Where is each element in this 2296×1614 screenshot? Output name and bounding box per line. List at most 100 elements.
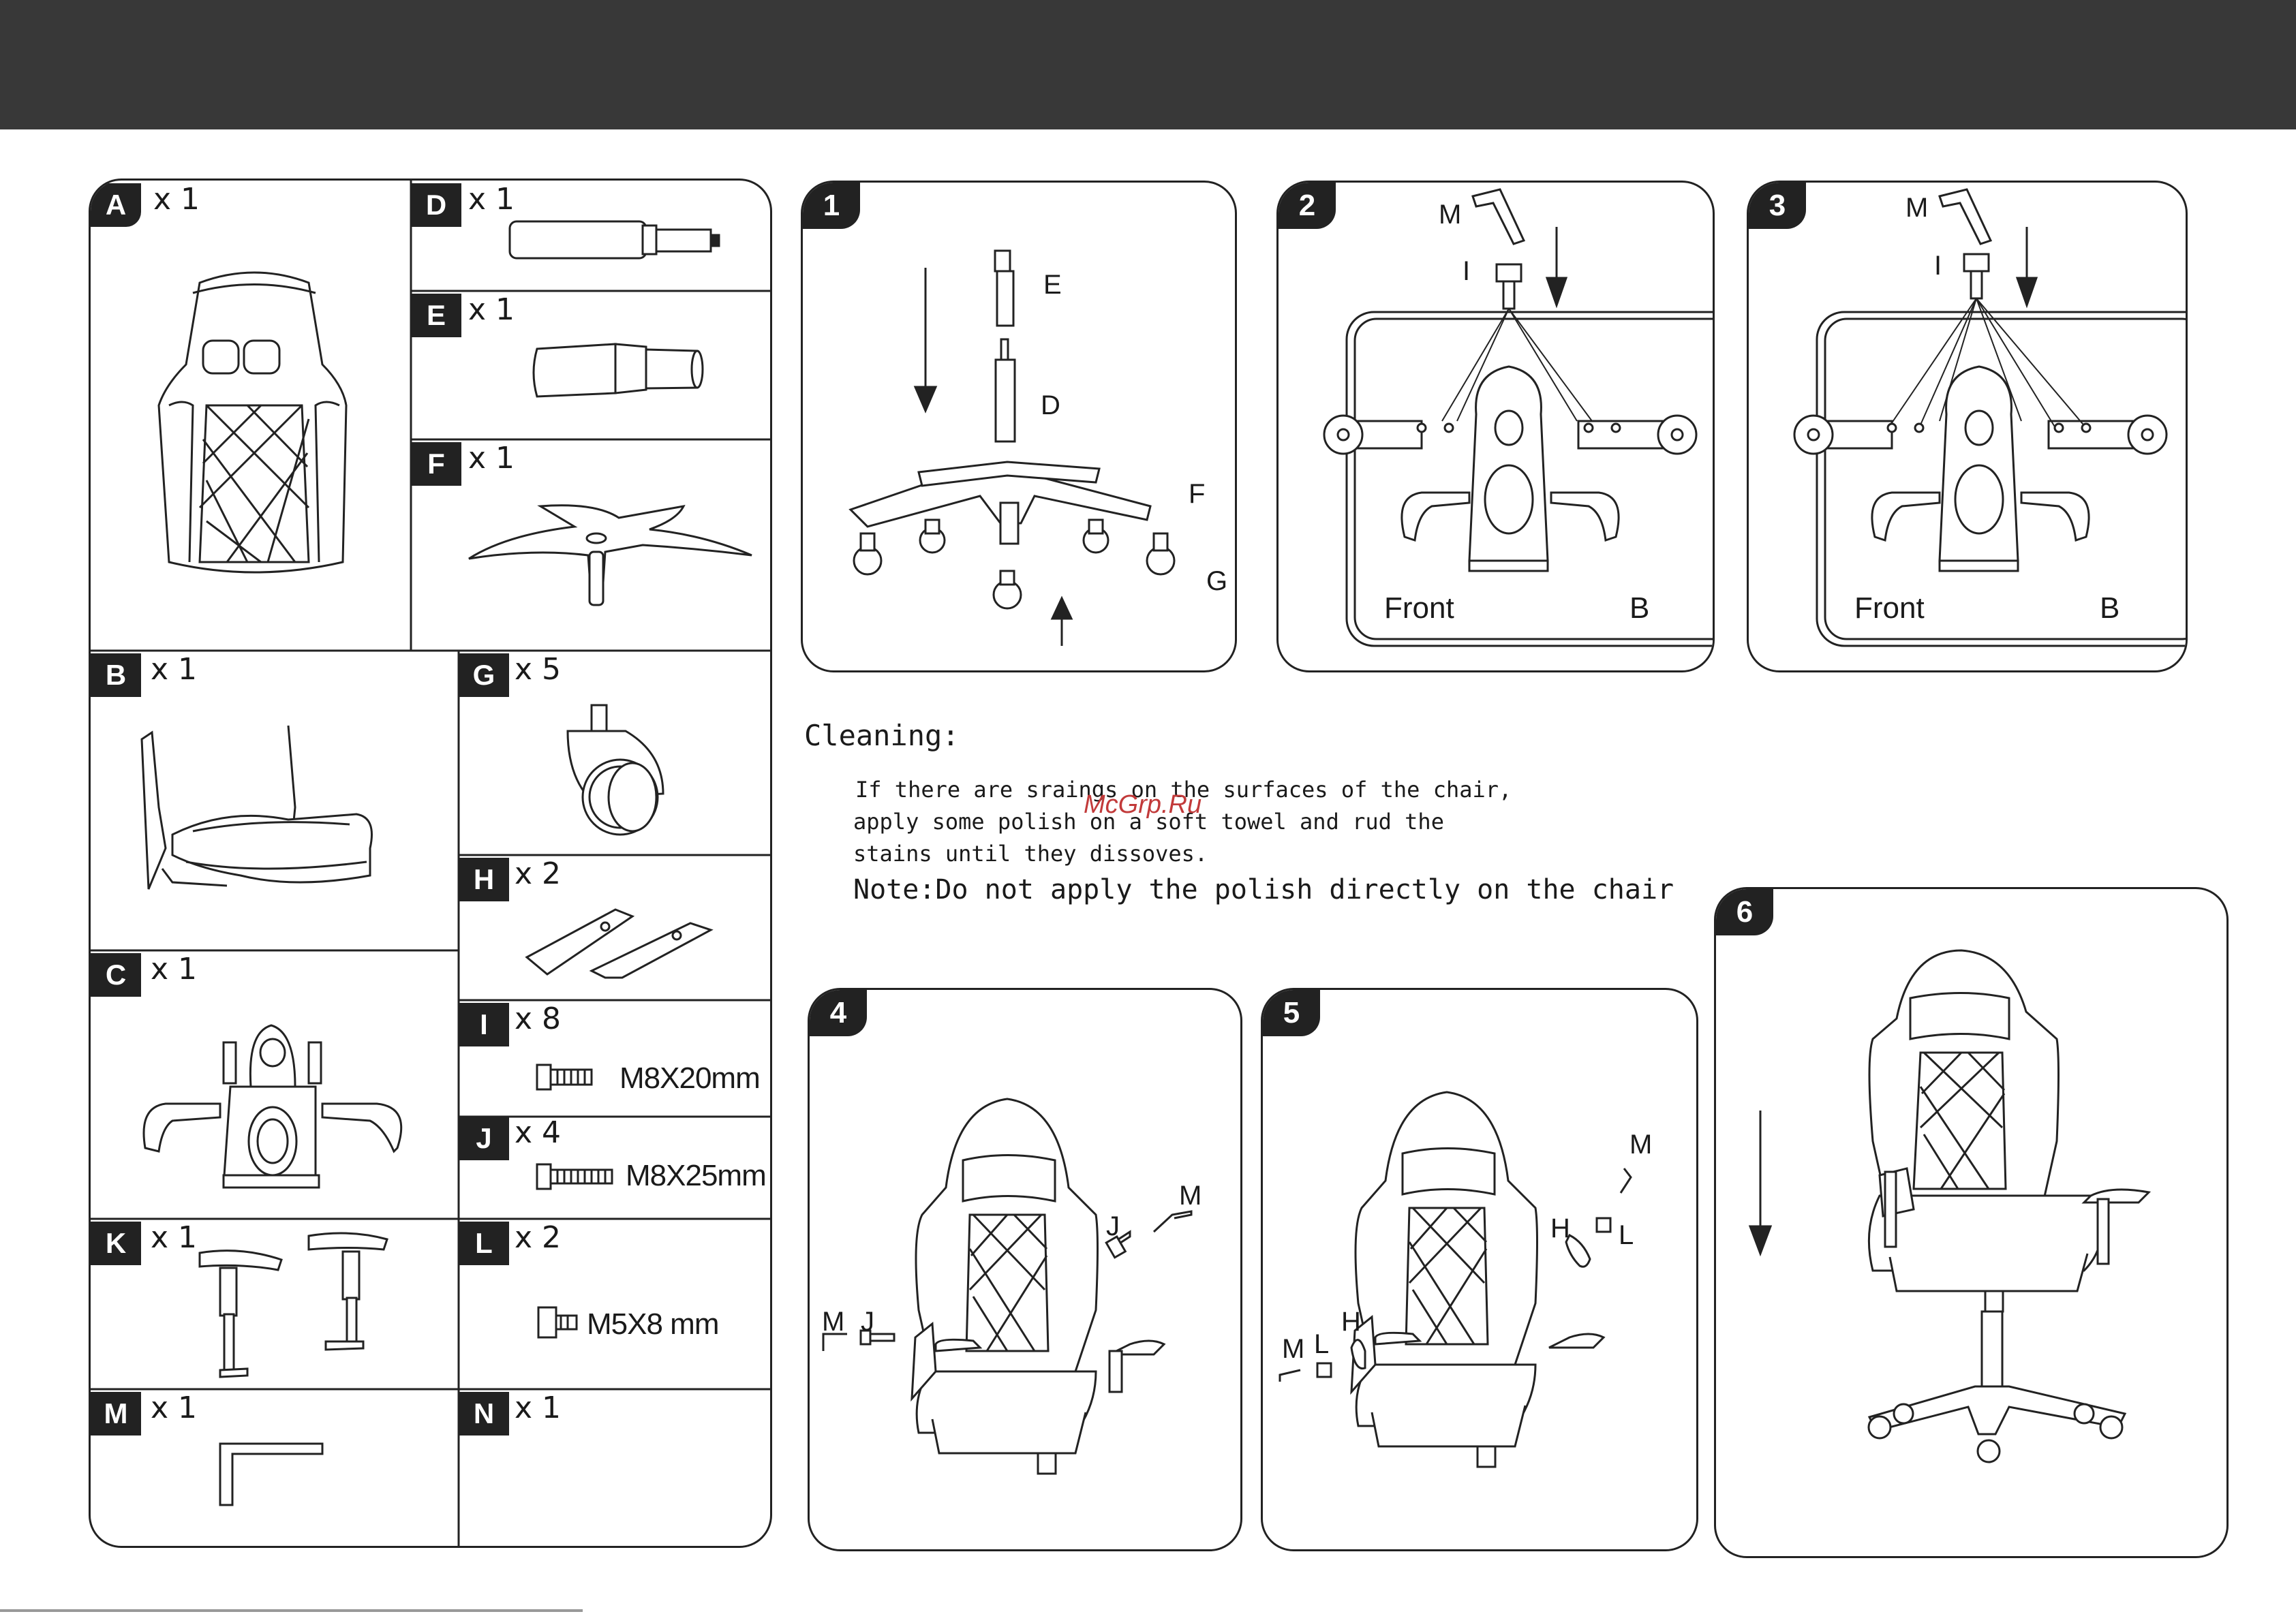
step-3-panel: 3 bbox=[1747, 181, 2188, 672]
part-b-cell: B x 1 bbox=[91, 651, 459, 950]
parts-list-panel: A x 1 D x 1 bbox=[89, 179, 772, 1548]
step-4-panel: 4 M J J M bbox=[808, 988, 1242, 1551]
part-i-qty: x 8 bbox=[515, 1002, 562, 1036]
step-4-label-j-right: J bbox=[1106, 1211, 1120, 1241]
part-a-cell: A x 1 bbox=[91, 181, 411, 651]
step-3-label-b: B bbox=[2100, 591, 2120, 625]
step-4-label-m-right: M bbox=[1179, 1181, 1202, 1211]
seat-drawing bbox=[140, 725, 373, 890]
part-h-tag: H bbox=[459, 858, 509, 901]
step-3-number: 3 bbox=[1749, 183, 1806, 229]
part-a-qty: x 1 bbox=[153, 182, 200, 217]
part-k-tag: K bbox=[91, 1222, 141, 1265]
bolt-j-drawing bbox=[536, 1163, 613, 1190]
step-4-label-m-left: M bbox=[822, 1307, 845, 1337]
step-2-number: 2 bbox=[1279, 183, 1336, 229]
cleaning-line-3: stains until they dissoves. bbox=[853, 841, 1208, 867]
part-j-qty: x 4 bbox=[515, 1115, 562, 1150]
part-c-tag: C bbox=[91, 953, 141, 997]
step-2-drawing bbox=[1323, 188, 1713, 647]
part-i-tag: I bbox=[459, 1003, 509, 1046]
step-5-label-m-top: M bbox=[1629, 1130, 1653, 1160]
step-4-number: 4 bbox=[810, 990, 867, 1036]
part-n-cell: N x 1 bbox=[459, 1389, 770, 1546]
part-e-cell: E x 1 bbox=[411, 291, 770, 439]
footer-line bbox=[0, 1609, 583, 1612]
part-m-cell: M x 1 bbox=[91, 1389, 459, 1546]
step-5-label-m-left: M bbox=[1282, 1334, 1305, 1364]
part-l-cell: L x 2 M5X8 mm bbox=[459, 1219, 770, 1389]
step-2-label-i: I bbox=[1463, 256, 1471, 286]
step-5-drawing bbox=[1279, 1091, 1632, 1468]
step-3-label-i: I bbox=[1934, 251, 1942, 281]
part-d-qty: x 1 bbox=[468, 182, 515, 217]
cleaning-note: Note:Do not apply the polish directly on… bbox=[853, 874, 1674, 905]
step-1-label-g: G bbox=[1206, 566, 1228, 596]
step-1-label-e: E bbox=[1043, 270, 1062, 300]
part-i-dim: M8X20mm bbox=[619, 1061, 761, 1095]
step-2-label-b: B bbox=[1629, 591, 1650, 625]
part-l-tag: L bbox=[459, 1222, 509, 1265]
step-3-drawing bbox=[1793, 188, 2186, 647]
part-n-tag: N bbox=[459, 1392, 509, 1435]
backrest-drawing bbox=[157, 271, 348, 574]
mechanism-drawing bbox=[142, 1024, 403, 1189]
part-i-cell: I x 8 M8X20mm bbox=[459, 1000, 770, 1117]
step-1-drawing bbox=[848, 249, 1176, 646]
part-m-qty: x 1 bbox=[151, 1391, 198, 1425]
part-b-qty: x 1 bbox=[151, 652, 198, 687]
header-bar bbox=[0, 0, 2296, 129]
step-1-label-f: F bbox=[1189, 479, 1206, 509]
part-l-qty: x 2 bbox=[515, 1220, 562, 1255]
step-5-label-h-top: H bbox=[1550, 1213, 1570, 1243]
step-1-panel: 1 E D F G bbox=[801, 181, 1237, 672]
hex-key-drawing bbox=[219, 1442, 324, 1506]
part-g-qty: x 5 bbox=[515, 652, 562, 687]
part-h-cell: H x 2 bbox=[459, 855, 770, 1000]
part-d-tag: D bbox=[411, 183, 461, 227]
step-1-number: 1 bbox=[803, 183, 860, 229]
watermark: McGrp.Ru bbox=[1084, 790, 1202, 819]
part-n-qty: x 1 bbox=[515, 1391, 562, 1425]
step-5-number: 5 bbox=[1263, 990, 1320, 1036]
step-2-label-m: M bbox=[1439, 200, 1462, 230]
part-j-cell: J x 4 M8X25mm bbox=[459, 1115, 770, 1219]
part-j-tag: J bbox=[459, 1117, 509, 1160]
part-e-tag: E bbox=[411, 294, 461, 337]
step-5-label-l-top: L bbox=[1619, 1220, 1634, 1250]
step-6-drawing bbox=[1748, 949, 2152, 1463]
parts-grid-lines bbox=[91, 181, 770, 1546]
part-d-cell: D x 1 bbox=[411, 181, 770, 291]
part-k-cell: K x 1 bbox=[91, 1219, 459, 1389]
step-5-label-l-left: L bbox=[1314, 1329, 1330, 1359]
gas-lift-drawing bbox=[508, 220, 720, 260]
bracket-drawing bbox=[525, 908, 714, 979]
bolt-i-drawing bbox=[536, 1064, 593, 1091]
cleaning-line-2: apply some polish on a soft towel and ru… bbox=[853, 809, 1444, 835]
step-1-label-d: D bbox=[1041, 390, 1060, 420]
part-f-cell: F x 1 bbox=[411, 439, 770, 651]
armrests-drawing bbox=[198, 1232, 388, 1378]
part-m-tag: M bbox=[91, 1392, 141, 1435]
step-5-panel: 5 M H L M L H bbox=[1261, 988, 1698, 1551]
step-6-panel: 6 bbox=[1714, 887, 2229, 1558]
part-f-qty: x 1 bbox=[468, 441, 515, 476]
cover-drawing bbox=[532, 343, 704, 398]
step-4-label-j-left: J bbox=[861, 1307, 874, 1337]
step-6-number: 6 bbox=[1716, 889, 1773, 935]
part-c-cell: C x 1 bbox=[91, 950, 459, 1219]
part-a-tag: A bbox=[91, 183, 141, 227]
step-2-label-front: Front bbox=[1384, 591, 1454, 625]
part-f-tag: F bbox=[411, 442, 461, 486]
part-k-qty: x 1 bbox=[151, 1220, 198, 1255]
part-b-tag: B bbox=[91, 653, 141, 697]
part-g-tag: G bbox=[459, 653, 509, 697]
cleaning-line-1: If there are sraings on the surfaces of … bbox=[855, 777, 1512, 803]
part-e-qty: x 1 bbox=[468, 292, 515, 327]
step-4-drawing bbox=[822, 1098, 1193, 1475]
part-j-dim: M8X25mm bbox=[626, 1159, 767, 1192]
part-h-qty: x 2 bbox=[515, 856, 562, 891]
step-3-label-m: M bbox=[1905, 193, 1929, 223]
part-c-qty: x 1 bbox=[151, 952, 198, 987]
part-g-cell: G x 5 bbox=[459, 651, 770, 855]
